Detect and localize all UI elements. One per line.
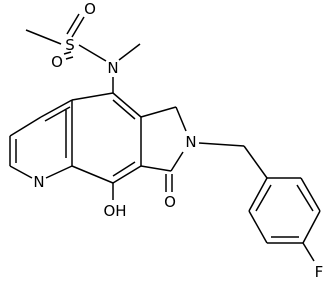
- bond-methyl-sulfur: [25, 29, 62, 45]
- pyridine-ring: [9, 99, 73, 179]
- bond-lactam-nitrogen-carbonyl: [170, 151, 184, 172]
- bond-lactam-ch2-nitrogen: [175, 106, 187, 132]
- bond-center-d: [112, 165, 142, 184]
- bond-ring-b: [9, 116, 42, 137]
- atom-label-lactam-nitrogen: N: [185, 133, 196, 151]
- bond-phenyl-e: [248, 210, 268, 244]
- bond-center-e: [71, 165, 114, 184]
- bond-lactam-carbonyl-ring: [140, 165, 172, 172]
- lactam-ring: [140, 106, 187, 192]
- bond-sulfur-oxygen-left-b: [65, 56, 74, 60]
- atom-labels: O S O N N N O OH F: [33, 0, 323, 281]
- fluorobenzyl-group: [198, 142, 321, 262]
- bond-phenyl-f-inner: [255, 184, 272, 212]
- bond-ring-a: [40, 99, 73, 118]
- central-ring: [71, 92, 142, 200]
- atom-label-hydroxyl: OH: [103, 202, 126, 220]
- bond-sulfur-nitrogen: [78, 44, 107, 62]
- atom-label-pyridine-nitrogen: N: [33, 173, 44, 191]
- atom-label-sulfonyl-oxygen-left: O: [51, 53, 63, 71]
- atom-label-fluorine: F: [315, 263, 324, 281]
- bond-ch2-ring: [243, 145, 268, 179]
- bond-nitrogen-methyl: [118, 43, 141, 61]
- bond-center-b: [112, 92, 142, 118]
- bond-nitrogen-ch2: [198, 142, 245, 147]
- bond-ring-e: [45, 165, 73, 179]
- bond-phenyl-c: [302, 210, 321, 244]
- atom-label-carbonyl-oxygen: O: [164, 193, 176, 211]
- atom-label-sulfur: S: [65, 36, 75, 54]
- bond-sulfur-oxygen-top-a: [66, 13, 80, 35]
- bond-sulfur-oxygen-top-b: [71, 16, 85, 38]
- bond-ring-d: [9, 165, 33, 179]
- bond-ring-a-inner: [44, 106, 71, 122]
- atom-label-sulfonyl-oxygen-top: O: [84, 0, 96, 18]
- bond-phenyl-f: [248, 177, 268, 212]
- bond-phenyl-b-inner: [296, 184, 314, 212]
- methanesulfonyl-group: [25, 13, 141, 93]
- bond-lactam-ch2-top: [140, 106, 177, 118]
- atom-label-sulfonamide-nitrogen: N: [107, 59, 118, 77]
- bond-center-b-inner: [112, 99, 136, 120]
- bond-phenyl-b: [300, 177, 321, 212]
- bond-phenyl-fluorine: [302, 242, 315, 262]
- bond-center-d-inner: [112, 161, 136, 177]
- bond-sulfur-oxygen-left-a: [63, 51, 72, 55]
- bond-center-a: [71, 92, 114, 101]
